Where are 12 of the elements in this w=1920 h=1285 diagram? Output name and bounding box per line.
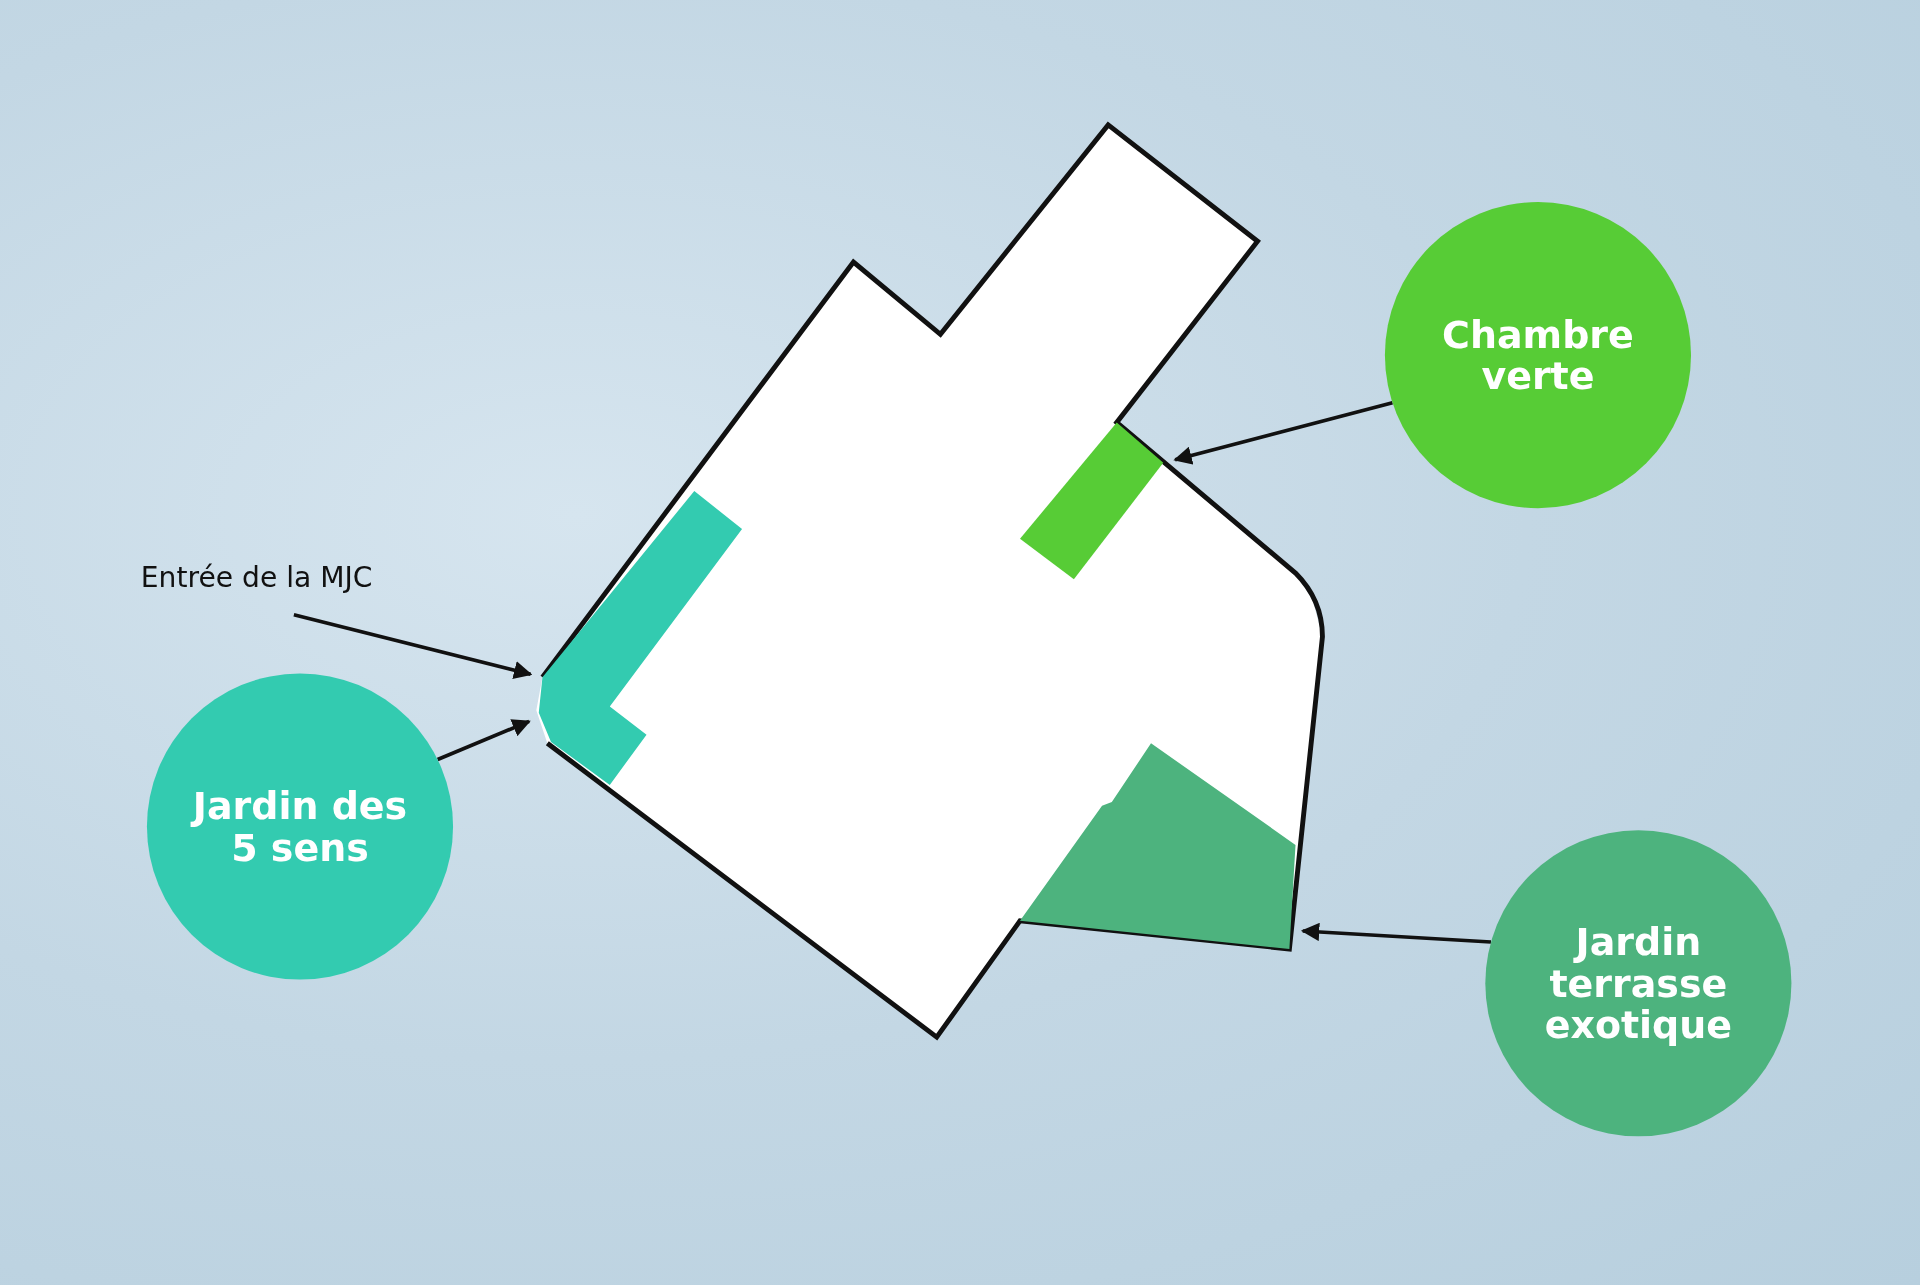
garden-name: Jardin des 5 sens [189,784,409,869]
garden-area [1020,743,1296,949]
arrow [436,719,531,762]
arrow [1173,400,1393,465]
entrance-label: Entrée de la MJC [140,560,373,593]
building-plan [536,122,1325,1040]
arrow [293,612,533,680]
arrow [1300,922,1492,944]
garden-area [1020,422,1164,580]
garden-name: Jardin terrasse exotique [1543,920,1734,1046]
garden-area [538,491,743,785]
garden-name: Chambre verte [1441,313,1635,397]
